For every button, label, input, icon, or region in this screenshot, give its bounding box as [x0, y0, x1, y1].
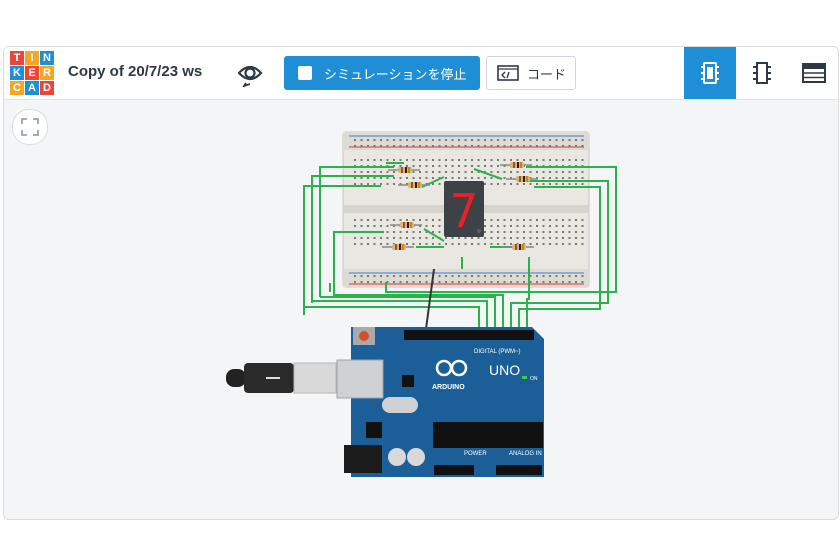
- logo-letter: R: [40, 66, 54, 80]
- fit-view-button[interactable]: [12, 109, 48, 145]
- logo-letter: C: [10, 81, 24, 95]
- resistor: [398, 182, 430, 188]
- resistor: [502, 244, 534, 250]
- seven-segment-display[interactable]: 7: [444, 181, 484, 238]
- wires: [303, 162, 617, 327]
- stop-simulation-button[interactable]: シミュレーションを停止: [284, 56, 480, 90]
- workspace-frame: T I N K E R C A D Copy of 20/7/23 ws シミュ…: [3, 46, 839, 520]
- stop-simulation-label: シミュレーションを停止: [324, 67, 467, 83]
- logo-letter: A: [25, 81, 39, 95]
- resistor: [388, 167, 420, 173]
- crystal: [382, 397, 418, 413]
- tinkercad-logo[interactable]: T I N K E R C A D: [10, 51, 54, 95]
- code-label: コード: [527, 67, 567, 83]
- logo-letter: T: [10, 51, 24, 65]
- schematic-view-button[interactable]: [736, 47, 788, 99]
- logo-letter: I: [25, 51, 39, 65]
- usb-cable: [226, 362, 337, 394]
- analog-label: ANALOG IN: [509, 451, 542, 457]
- component-list-icon: [802, 63, 826, 83]
- stop-square-icon: [298, 66, 312, 80]
- component-list-button[interactable]: [788, 47, 838, 99]
- logo-letter: E: [25, 66, 39, 80]
- schematic-view-icon: [753, 62, 771, 84]
- fit-view-icon: [21, 118, 39, 136]
- ground-wire: [425, 268, 435, 330]
- circuit-view-icon: [701, 62, 719, 84]
- circuit-canvas: 7 UNO A: [226, 131, 617, 477]
- resistor: [506, 176, 538, 182]
- project-title[interactable]: Copy of 20/7/23 ws: [68, 63, 203, 80]
- code-button[interactable]: コード: [486, 56, 576, 90]
- arduino-logo: [435, 359, 468, 377]
- power-label: POWER: [464, 451, 487, 457]
- top-toolbar: T I N K E R C A D Copy of 20/7/23 ws シミュ…: [4, 47, 838, 100]
- eye-icon[interactable]: [236, 59, 264, 88]
- digital-label: DIGITAL (PWM~): [474, 349, 521, 355]
- board-brand: ARDUINO: [432, 384, 465, 391]
- code-icon: [497, 65, 519, 81]
- logo-letter: N: [40, 51, 54, 65]
- digital-header: [404, 330, 534, 340]
- power-jack: [344, 445, 382, 473]
- arduino-uno[interactable]: UNO ARDUINO DIGITAL (PWM~) POWER ANALOG …: [336, 327, 544, 477]
- resistors[interactable]: [382, 162, 538, 250]
- atmega-chip: [433, 422, 543, 448]
- resistor: [390, 222, 422, 228]
- resistor: [382, 244, 414, 250]
- board-model: UNO: [489, 362, 520, 378]
- power-led: [522, 376, 527, 379]
- circuit-view-button[interactable]: [684, 47, 736, 99]
- logo-letter: K: [10, 66, 24, 80]
- display-digit: 7: [450, 184, 478, 238]
- resistor: [500, 162, 532, 168]
- logo-letter: D: [40, 81, 54, 95]
- on-label: ON: [530, 376, 538, 382]
